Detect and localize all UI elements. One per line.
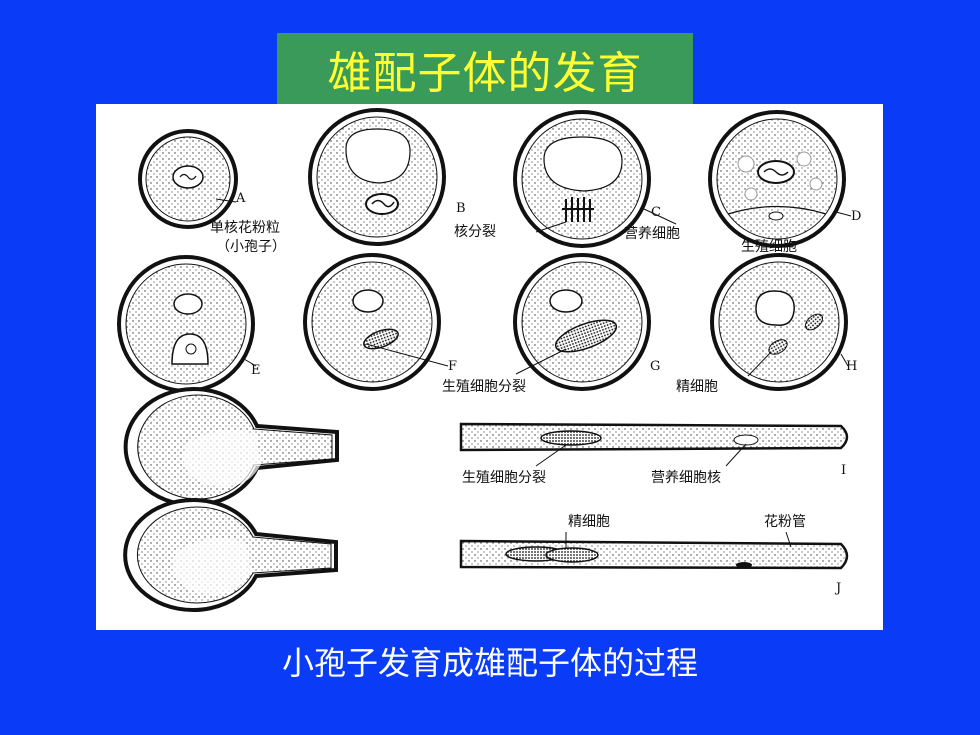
label-generative-cell: 生殖细胞 — [741, 238, 797, 255]
letter-b: B — [456, 201, 466, 216]
label-generative-division-g: 生殖细胞分裂 — [442, 378, 526, 395]
letter-h: H — [846, 359, 857, 374]
label-sperm-h: 精细胞 — [676, 379, 718, 395]
label-vegetative-nucleus: 营养细胞核 — [651, 470, 721, 486]
slide-title: 雄配子体的发育 — [327, 48, 643, 99]
stage-i-pollen-tube — [459, 422, 849, 467]
stage-e — [117, 255, 257, 393]
figure-svg: A B C D E F G H I J 单核花粉粒 （小孢子） 核分裂 营养细胞… — [117, 108, 861, 612]
label-pollen-tube: 花粉管 — [764, 514, 806, 530]
label-nuclear-division: 核分裂 — [454, 224, 496, 240]
label-generative-division-i: 生殖细胞分裂 — [462, 469, 546, 486]
germinating-pollen-1 — [123, 387, 339, 507]
letter-f: F — [448, 359, 457, 374]
letter-i: I — [841, 463, 846, 478]
letter-d: D — [851, 209, 861, 224]
letter-c: C — [651, 205, 661, 220]
germinating-pollen-2 — [123, 498, 338, 612]
letter-e: E — [251, 363, 261, 378]
stage-b-vacuolate — [308, 108, 446, 246]
label-sperm-j: 精细胞 — [568, 514, 610, 530]
slide-title-box: 雄配子体的发育 — [277, 33, 693, 105]
stage-d-bicellular — [708, 110, 852, 248]
slide-caption: 小孢子发育成雄配子体的过程 — [281, 644, 698, 682]
label-microspore-line2: （小孢子） — [216, 239, 286, 255]
letter-a: A — [235, 191, 246, 206]
stage-f — [303, 253, 449, 391]
stage-g — [513, 253, 651, 391]
label-vegetative-cell: 营养细胞 — [624, 226, 680, 242]
letter-g: G — [650, 359, 660, 374]
pollen-development-figure: A B C D E F G H I J 单核花粉粒 （小孢子） 核分裂 营养细胞… — [96, 104, 883, 630]
letter-j: J — [834, 581, 841, 596]
stage-a-microspore — [138, 129, 238, 229]
stage-c-nuclear-division — [513, 110, 677, 248]
label-microspore-line1: 单核花粉粒 — [210, 220, 280, 236]
stage-h — [710, 253, 849, 391]
stage-j-pollen-tube — [459, 531, 849, 570]
